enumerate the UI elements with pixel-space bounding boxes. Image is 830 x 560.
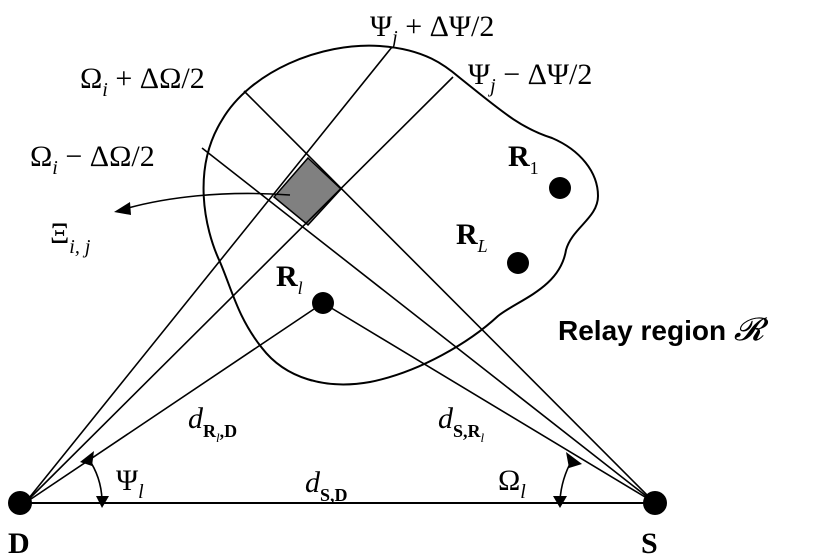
- relay-node-rl: [312, 292, 334, 314]
- node-s-dot: [643, 491, 667, 515]
- line-d-to-rl: [24, 302, 324, 504]
- arrowhead-psi-down: [96, 496, 109, 508]
- relay-node-rL: [507, 252, 529, 274]
- label-rL: RL: [456, 218, 488, 256]
- label-r1: R1: [508, 140, 539, 178]
- arrowhead-psi-up: [80, 451, 94, 466]
- label-d-s-d: dS,D: [305, 466, 348, 505]
- label-psi-minus: Ψj − ΔΨ/2: [468, 58, 592, 97]
- label-rl: Rl: [276, 260, 303, 298]
- label-node-s: S: [641, 527, 658, 560]
- label-psi-plus: Ψj + ΔΨ/2: [370, 10, 494, 49]
- relay-region-boundary: [202, 44, 600, 386]
- line-omega-minus: [201, 147, 656, 504]
- arrowhead-omega-up: [566, 452, 582, 468]
- arrowhead-omega-down: [553, 496, 567, 508]
- label-omega-minus: Ωi − ΔΩ/2: [30, 140, 155, 179]
- label-relay-region: Relay region 𝓡: [558, 311, 769, 347]
- cell-xi-ij: [272, 156, 343, 227]
- relay-node-r1: [549, 177, 571, 199]
- label-omega-plus: Ωi + ΔΩ/2: [80, 62, 205, 101]
- label-omega-l: Ωl: [498, 464, 526, 503]
- line-s-to-rl: [322, 302, 656, 504]
- xi-pointer-arrow: [127, 192, 291, 209]
- xi-pointer-arrowhead: [114, 202, 131, 215]
- node-d-dot: [8, 491, 32, 515]
- label-psi-l: Ψl: [116, 464, 144, 503]
- label-d-s-rl: dS,Rl: [438, 402, 485, 445]
- label-xi-ij: Ξi, j: [50, 217, 91, 258]
- label-d-rl-d: dRl,D: [188, 402, 237, 445]
- line-psi-minus: [24, 76, 454, 504]
- label-node-d: D: [8, 527, 30, 560]
- line-omega-plus: [243, 90, 656, 504]
- line-psi-plus: [24, 46, 393, 504]
